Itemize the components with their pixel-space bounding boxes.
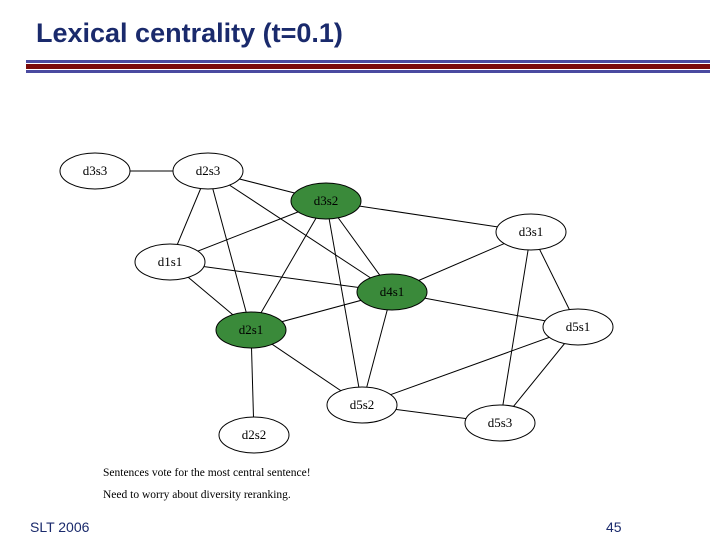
node-ellipse-d5s1 [542, 308, 614, 346]
node-label-d5s3: d5s3 [488, 415, 513, 430]
node-ellipse-d2s1 [215, 311, 287, 349]
edge-d3s2-d2s1 [250, 200, 327, 331]
graph-nodes: d3s3 d2s3 d3s2 d3s1 d1s1 d4s1 d5s1 d2s1 d5s2 d2s2… [59, 152, 614, 454]
node-ellipse-d5s2 [326, 386, 398, 424]
node-d4s1: d4s1 [356, 273, 428, 311]
node-d2s1: d2s1 [215, 311, 287, 349]
slide-title: Lexical centrality (t=0.1) [36, 18, 343, 48]
node-label-d1s1: d1s1 [158, 254, 183, 269]
note-central-sentence: Sentences vote for the most central sent… [103, 467, 311, 479]
node-ellipse-d3s3 [59, 152, 131, 190]
footer-conference: SLT 2006 [30, 519, 90, 535]
node-d3s2: d3s2 [290, 182, 362, 220]
edge-d5s1-d5s2 [361, 326, 579, 406]
edge-d1s1-d4s1 [169, 261, 393, 293]
node-ellipse-d1s1 [134, 243, 206, 281]
node-label-d5s2: d5s2 [350, 397, 375, 412]
node-d2s2: d2s2 [218, 416, 290, 454]
node-label-d4s1: d4s1 [380, 284, 405, 299]
node-label-d3s1: d3s1 [519, 224, 544, 239]
node-d1s1: d1s1 [134, 243, 206, 281]
node-ellipse-d3s2 [290, 182, 362, 220]
edge-d4s1-d5s2 [361, 291, 393, 406]
edge-d2s3-d2s1 [207, 170, 252, 331]
edge-d3s1-d5s3 [499, 231, 532, 424]
node-ellipse-d2s3 [172, 152, 244, 190]
node-d5s1: d5s1 [542, 308, 614, 346]
node-d5s3: d5s3 [464, 404, 536, 442]
node-label-d5s1: d5s1 [566, 319, 591, 334]
node-ellipse-d5s3 [464, 404, 536, 442]
node-ellipse-d3s1 [495, 213, 567, 251]
edge-d2s3-d4s1 [207, 170, 393, 293]
node-d3s1: d3s1 [495, 213, 567, 251]
node-label-d2s1: d2s1 [239, 322, 264, 337]
title-rule-blue-top [26, 60, 710, 63]
node-label-d2s3: d2s3 [196, 163, 221, 178]
title-rule-blue-bottom [26, 70, 710, 73]
node-d2s3: d2s3 [172, 152, 244, 190]
page-number: 45 [606, 519, 622, 535]
title-rule-red [26, 64, 710, 69]
node-label-d2s2: d2s2 [242, 427, 267, 442]
node-ellipse-d4s1 [356, 273, 428, 311]
note-diversity-reranking: Need to worry about diversity reranking. [103, 489, 291, 501]
node-label-d3s2: d3s2 [314, 193, 339, 208]
node-ellipse-d2s2 [218, 416, 290, 454]
node-d3s3: d3s3 [59, 152, 131, 190]
node-label-d3s3: d3s3 [83, 163, 108, 178]
edge-d3s2-d5s2 [325, 200, 363, 406]
node-d5s2: d5s2 [326, 386, 398, 424]
